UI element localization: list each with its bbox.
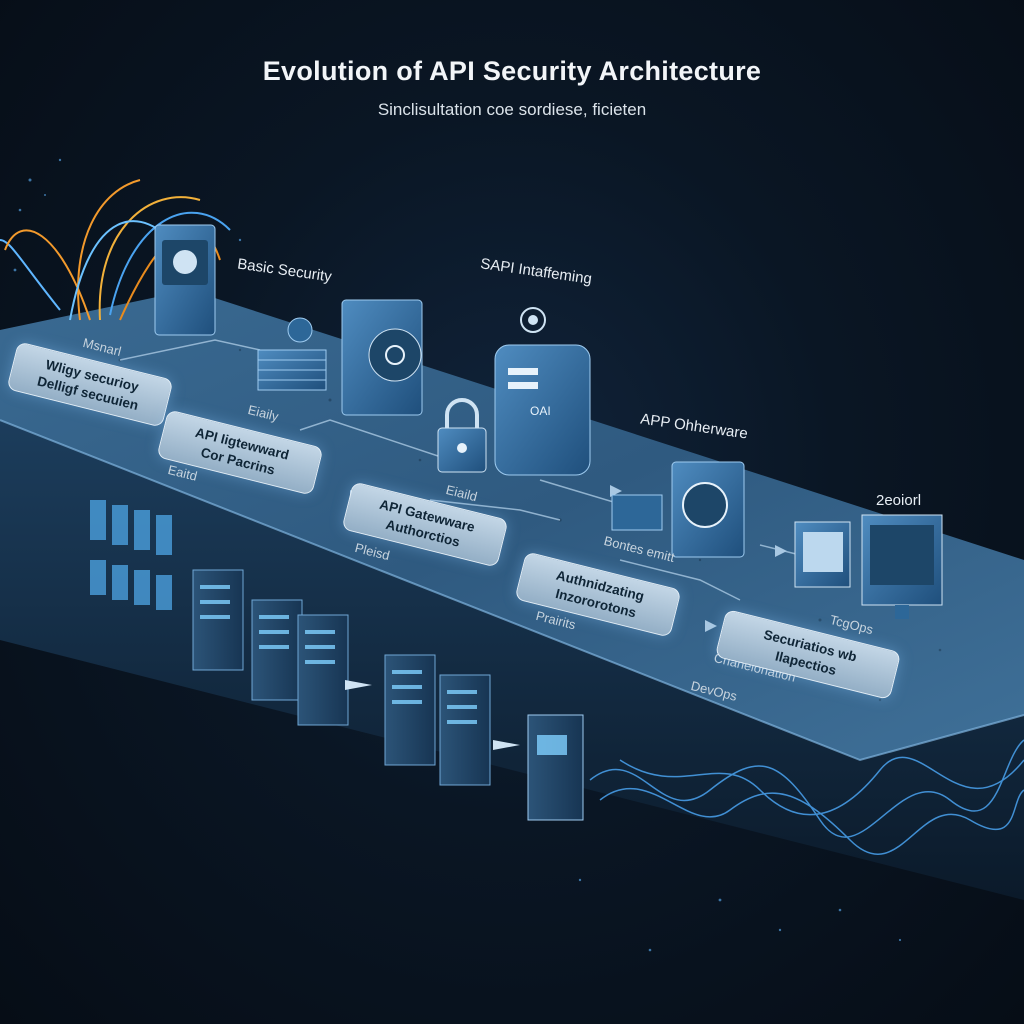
padlock-icon bbox=[437, 398, 487, 473]
id-card-device-icon bbox=[154, 224, 216, 336]
page-subtitle: Sinclisultation coe sordiese, ficieten bbox=[377, 100, 647, 119]
vault-label: OAI bbox=[530, 404, 551, 418]
page-title: Evolution of API Security Architecture bbox=[262, 56, 762, 86]
flow-connectors bbox=[119, 339, 801, 601]
particle-dots bbox=[13, 158, 902, 952]
server-stack-icon bbox=[257, 317, 327, 391]
biometric-scanner-icon bbox=[611, 461, 745, 558]
security-vault-icon: OAI bbox=[494, 344, 591, 476]
target-icon bbox=[520, 307, 546, 333]
signal-waveform bbox=[589, 739, 1024, 855]
gear-cabinet-icon bbox=[341, 299, 423, 416]
server-arrows bbox=[345, 680, 520, 750]
label-zeoiorl: 2eoiorl bbox=[876, 492, 922, 509]
underside-panels bbox=[90, 500, 172, 610]
platform-edge bbox=[0, 419, 1024, 762]
platform-front-face bbox=[0, 420, 1024, 900]
monitor-icon bbox=[794, 514, 943, 619]
server-rack-lights bbox=[200, 585, 567, 755]
